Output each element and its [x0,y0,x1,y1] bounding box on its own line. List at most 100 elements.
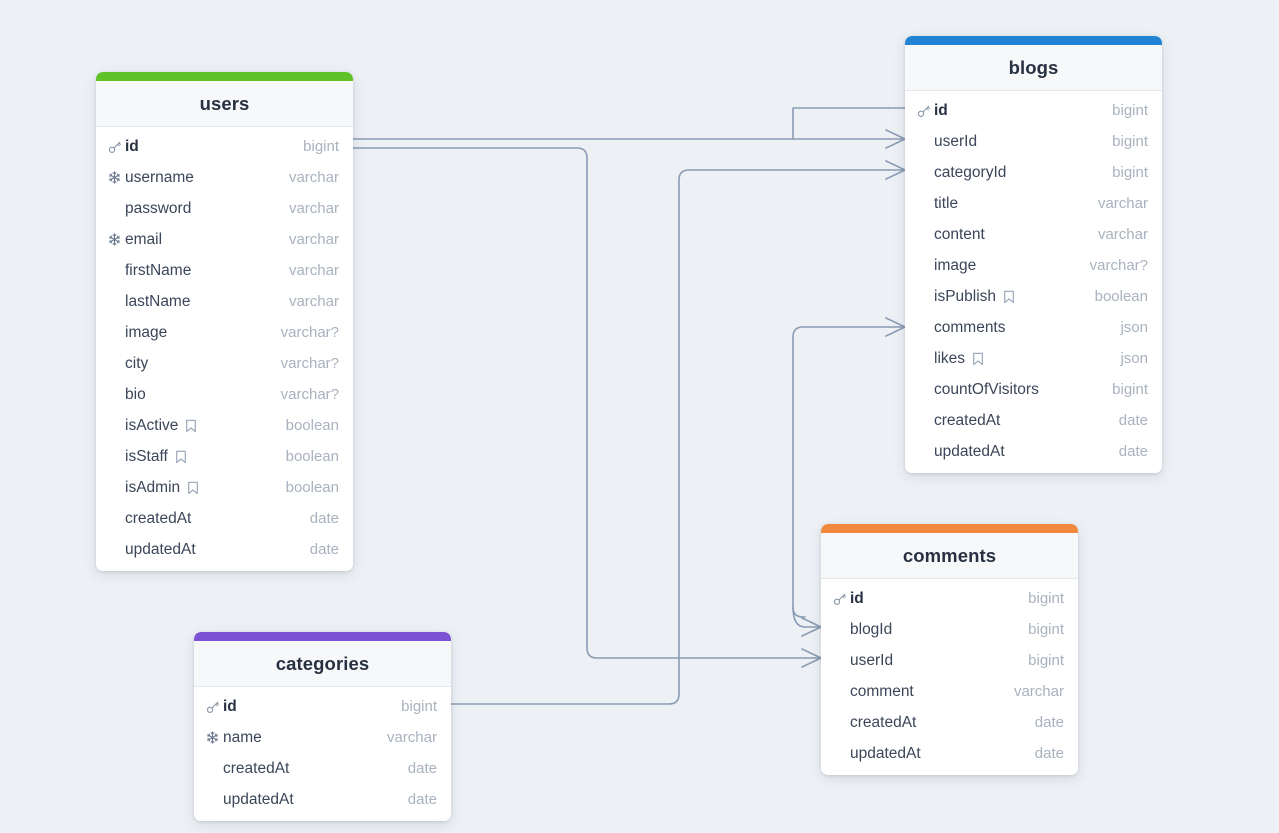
field-key-icon-slot [917,103,934,119]
field-row-categories-name[interactable]: name varchar [194,722,451,753]
field-key-icon-slot [108,201,125,217]
field-row-blogs-image[interactable]: image varchar? [905,250,1162,281]
field-row-users-isActive[interactable]: isActive boolean [96,410,353,441]
crows-foot-comments-userid [801,648,822,668]
field-name: userId [850,651,894,669]
key-icon [108,141,121,153]
field-name-group: comments [917,318,1106,338]
field-type: varchar? [280,386,339,403]
field-name: createdAt [934,411,1001,429]
field-key-icon-slot [917,227,934,243]
field-name-group: comment [833,682,1000,702]
field-type: varchar [1097,195,1148,212]
field-row-blogs-userId[interactable]: userId bigint [905,126,1162,157]
field-name-group: createdAt [917,411,1105,431]
field-row-blogs-createdAt[interactable]: createdAt date [905,405,1162,436]
field-type: date [407,791,437,808]
field-name-group: isPublish [917,287,1081,307]
field-row-users-password[interactable]: password varchar [96,193,353,224]
table-card-comments[interactable]: comments id bigint blogId bigint userId … [821,524,1078,775]
field-row-users-lastName[interactable]: lastName varchar [96,286,353,317]
field-name: categoryId [934,163,1007,181]
field-row-blogs-updatedAt[interactable]: updatedAt date [905,436,1162,467]
field-row-blogs-title[interactable]: title varchar [905,188,1162,219]
field-row-users-updatedAt[interactable]: updatedAt date [96,534,353,565]
field-name: createdAt [125,509,192,527]
field-name-group: isAdmin [108,478,272,498]
field-key-icon-slot [108,542,125,558]
table-card-categories[interactable]: categories id bigint name varchar create… [194,632,451,821]
field-type: json [1120,319,1148,336]
field-row-categories-updatedAt[interactable]: updatedAt date [194,784,451,815]
field-type: date [309,541,339,558]
field-name-group: image [108,323,267,343]
field-key-icon-slot [917,196,934,212]
field-default-flag-slot [185,419,197,433]
field-type: bigint [1112,102,1148,119]
field-row-users-createdAt[interactable]: createdAt date [96,503,353,534]
field-row-comments-createdAt[interactable]: createdAt date [821,707,1078,738]
field-name: updatedAt [934,442,1005,460]
field-name: createdAt [223,759,290,777]
field-row-blogs-countOfVisitors[interactable]: countOfVisitors bigint [905,374,1162,405]
field-row-users-bio[interactable]: bio varchar? [96,379,353,410]
field-row-users-isStaff[interactable]: isStaff boolean [96,441,353,472]
field-row-comments-updatedAt[interactable]: updatedAt date [821,738,1078,769]
snowflake-icon [109,171,120,184]
field-row-users-username[interactable]: username varchar [96,162,353,193]
field-key-icon-slot [917,258,934,274]
edge-users-blogs-stub [792,107,804,140]
table-field-list-categories: id bigint name varchar createdAt date up… [194,687,451,821]
field-row-comments-blogId[interactable]: blogId bigint [821,614,1078,645]
field-key-icon-slot [833,684,850,700]
table-title-users: users [96,81,353,127]
field-name: username [125,168,194,186]
field-row-comments-comment[interactable]: comment varchar [821,676,1078,707]
field-row-categories-createdAt[interactable]: createdAt date [194,753,451,784]
field-key-icon-slot [108,325,125,341]
field-row-users-firstName[interactable]: firstName varchar [96,255,353,286]
table-accent-bar-users [96,72,353,81]
field-key-icon-slot [108,232,125,248]
field-row-blogs-likes[interactable]: likes json [905,343,1162,374]
field-row-blogs-content[interactable]: content varchar [905,219,1162,250]
field-name-group: id [206,697,387,717]
field-type: varchar? [1089,257,1148,274]
field-row-users-image[interactable]: image varchar? [96,317,353,348]
field-row-blogs-categoryId[interactable]: categoryId bigint [905,157,1162,188]
field-name: id [934,101,948,119]
table-title-categories: categories [194,641,451,687]
field-name: likes [934,349,966,367]
field-key-icon-slot [108,294,125,310]
field-row-comments-userId[interactable]: userId bigint [821,645,1078,676]
field-row-users-isAdmin[interactable]: isAdmin boolean [96,472,353,503]
table-card-blogs[interactable]: blogs id bigint userId bigint categoryId… [905,36,1162,473]
field-row-categories-id[interactable]: id bigint [194,691,451,722]
field-row-users-city[interactable]: city varchar? [96,348,353,379]
table-accent-bar-comments [821,524,1078,533]
field-key-icon-slot [833,715,850,731]
field-type: date [1034,745,1064,762]
field-name-group: email [108,230,275,250]
field-name-group: userId [833,651,1014,671]
field-type: bigint [1028,590,1064,607]
field-name: updatedAt [125,540,196,558]
field-type: varchar [1097,226,1148,243]
field-key-icon-slot [108,263,125,279]
field-key-icon-slot [108,480,125,496]
table-field-list-blogs: id bigint userId bigint categoryId bigin… [905,91,1162,473]
field-row-blogs-isPublish[interactable]: isPublish boolean [905,281,1162,312]
field-type: bigint [401,698,437,715]
field-name: title [934,194,959,212]
field-row-users-email[interactable]: email varchar [96,224,353,255]
field-type: boolean [285,479,339,496]
field-row-blogs-id[interactable]: id bigint [905,95,1162,126]
field-key-icon-slot [206,699,223,715]
field-name: createdAt [850,713,917,731]
field-key-icon-slot [917,165,934,181]
field-row-comments-id[interactable]: id bigint [821,583,1078,614]
field-row-users-id[interactable]: id bigint [96,131,353,162]
field-row-blogs-comments[interactable]: comments json [905,312,1162,343]
table-card-users[interactable]: users id bigint username varchar passwor… [96,72,353,571]
